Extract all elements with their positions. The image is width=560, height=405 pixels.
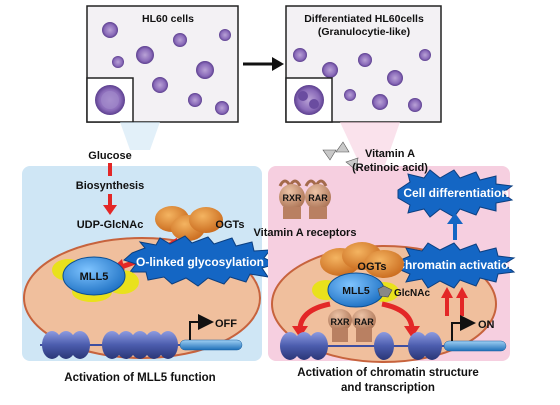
chromatin-activation-badge: Chromatin activation bbox=[395, 242, 516, 289]
rar-bound-label: RAR bbox=[354, 317, 374, 327]
promoter-arrow-right bbox=[451, 315, 476, 341]
right-caption-line2: and transcription bbox=[341, 382, 435, 394]
chromatin-left: OFF bbox=[40, 314, 243, 359]
left-micrograph-title: HL60 cells bbox=[142, 13, 194, 25]
mll5-complex-right: MLL5 GlcNAc bbox=[312, 272, 431, 308]
ogts-label-left: OGTs bbox=[215, 219, 244, 231]
glucose-label: Glucose bbox=[88, 150, 131, 162]
mll5-label-right: MLL5 bbox=[342, 285, 370, 297]
retinoic-acid-label: (Retinoic acid) bbox=[352, 162, 428, 174]
bound-receptors: RXR RAR bbox=[328, 309, 376, 342]
chromatin-right: ON bbox=[280, 315, 507, 360]
cell-differentiation-label: Cell differentiation bbox=[403, 186, 508, 200]
udp-glcnac-label: UDP-GlcNAc bbox=[77, 219, 144, 231]
vitamin-a-receptors: RXR RAR bbox=[278, 179, 331, 219]
biosynthesis-label: Biosynthesis bbox=[76, 180, 144, 192]
ogt-complex-left: OGTs bbox=[155, 206, 245, 241]
mll5-label-left: MLL5 bbox=[80, 271, 109, 283]
chromatin-activation-label: Chromatin activation bbox=[396, 258, 515, 272]
rxr-label: RXR bbox=[282, 193, 302, 203]
upregulation-arrows bbox=[441, 287, 468, 316]
rar-label: RAR bbox=[308, 193, 328, 203]
vitamin-a-label: Vitamin A bbox=[365, 148, 415, 160]
glcnac-label: GlcNAc bbox=[394, 288, 431, 299]
ogts-label-right: OGTs bbox=[357, 261, 386, 273]
promoter-arrow-left bbox=[189, 314, 214, 340]
ogt-complex-right: OGTs bbox=[320, 242, 404, 278]
on-label: ON bbox=[478, 319, 495, 331]
rxr-bound-label: RXR bbox=[330, 317, 350, 327]
micrograph-left: HL60 cells bbox=[86, 5, 239, 123]
cell-differentiation-badge: Cell differentiation bbox=[397, 169, 514, 218]
vitamin-a-droplets bbox=[322, 141, 359, 171]
right-caption-line1: Activation of chromatin structure bbox=[297, 367, 478, 379]
right-beam bbox=[340, 122, 400, 165]
gene-bar-right bbox=[443, 340, 507, 352]
right-micrograph-title-line2: (Granulocytie-like) bbox=[318, 26, 410, 38]
right-panel: Vitamin A (Retinoic acid) RXR RAR Vitami… bbox=[254, 141, 516, 394]
left-panel: Glucose Biosynthesis UDP-GlcNAc OGTs O-l… bbox=[22, 150, 278, 384]
left-beam bbox=[120, 122, 160, 150]
micrograph-right: Differentiated HL60cells (Granulocytie-l… bbox=[285, 5, 442, 123]
right-micrograph-title-line1: Differentiated HL60cells bbox=[304, 13, 424, 25]
left-caption: Activation of MLL5 function bbox=[64, 372, 215, 384]
differentiation-arrow bbox=[243, 57, 284, 71]
o-linked-glycosylation-badge: O-linked glycosylation bbox=[123, 235, 278, 287]
off-label: OFF bbox=[215, 318, 237, 330]
gene-bar-left bbox=[179, 339, 243, 351]
mll5-complex-left: MLL5 bbox=[52, 256, 139, 302]
o-linked-glycosylation-label: O-linked glycosylation bbox=[136, 255, 264, 269]
vitamin-a-receptors-label: Vitamin A receptors bbox=[254, 227, 357, 239]
